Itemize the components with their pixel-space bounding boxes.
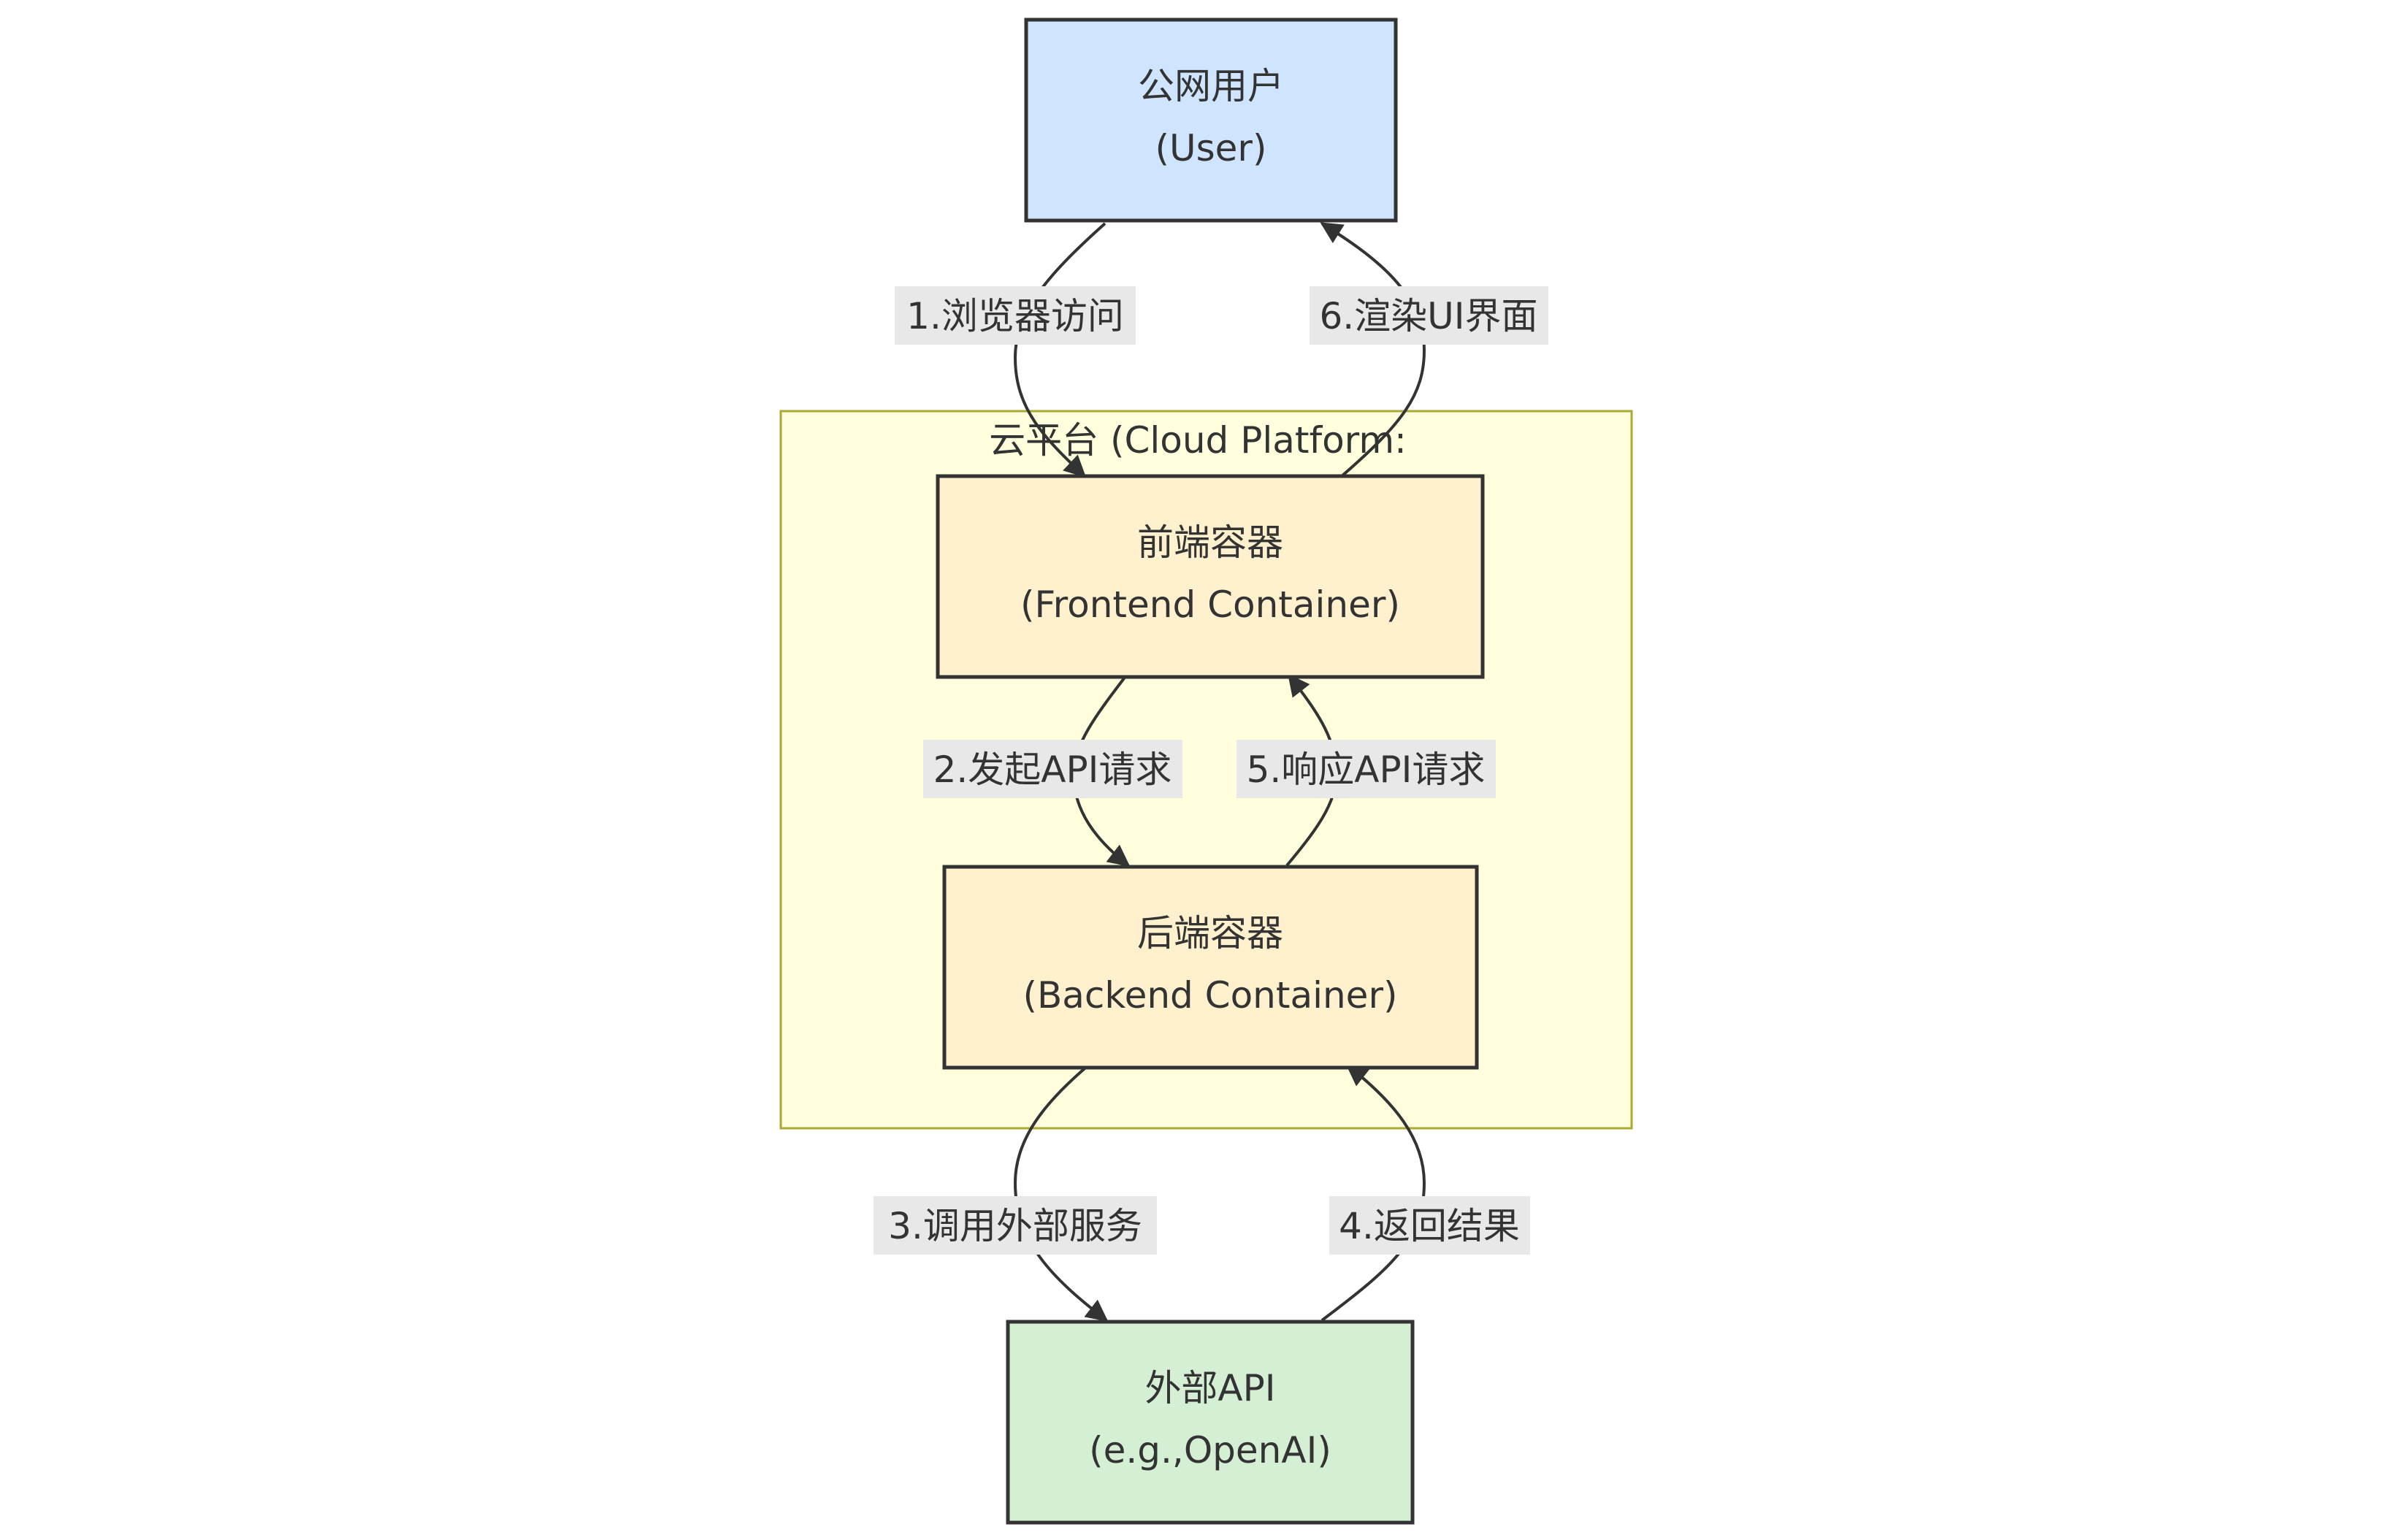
cluster-label: 云平台 (Cloud Platform: (989, 419, 1407, 462)
edge-label-3: 3.调用外部服务 (874, 1196, 1157, 1255)
edge-label-3-text: 3.调用外部服务 (888, 1205, 1142, 1247)
edge-label-6-text: 6.渲染UI界面 (1319, 295, 1537, 337)
edge-label-4: 4.返回结果 (1329, 1196, 1530, 1255)
edge-label-2-text: 2.发起API请求 (933, 749, 1172, 791)
edge-frontend-to-user (1320, 222, 1426, 478)
node-frontend-subtitle: (Frontend Container) (1020, 583, 1400, 626)
node-user: 公网用户 (User) (1024, 18, 1398, 223)
edge-labels: 1.浏览器访问 6.渲染UI界面 2.发起API请求 5.响应API请求 3.调… (874, 286, 1548, 1255)
edge-label-2: 2.发起API请求 (923, 740, 1182, 798)
edge-label-4-text: 4.返回结果 (1339, 1205, 1520, 1247)
edge-external-to-backend (1320, 1064, 1426, 1322)
node-backend-subtitle: (Backend Container) (1023, 974, 1397, 1017)
edge-user-to-frontend (1013, 222, 1106, 478)
node-external-api: 外部API (e.g.,OpenAI) (1006, 1320, 1415, 1525)
edge-label-5-text: 5.响应API请求 (1247, 749, 1486, 791)
node-user-title: 公网用户 (1138, 65, 1284, 107)
node-external-api-subtitle: (e.g.,OpenAI) (1089, 1429, 1331, 1471)
node-backend: 后端容器 (Backend Container) (942, 865, 1479, 1070)
node-backend-title: 后端容器 (1137, 912, 1283, 954)
node-frontend: 前端容器 (Frontend Container) (936, 474, 1485, 679)
edge-label-1: 1.浏览器访问 (895, 286, 1136, 345)
edge-label-6: 6.渲染UI界面 (1310, 286, 1548, 345)
node-frontend-title: 前端容器 (1137, 521, 1283, 564)
edge-label-5: 5.响应API请求 (1237, 740, 1496, 798)
edge-backend-to-external (1013, 1064, 1109, 1322)
edge-label-1-text: 1.浏览器访问 (906, 295, 1124, 337)
node-external-api-title: 外部API (1144, 1367, 1275, 1409)
node-user-subtitle: (User) (1155, 127, 1267, 169)
